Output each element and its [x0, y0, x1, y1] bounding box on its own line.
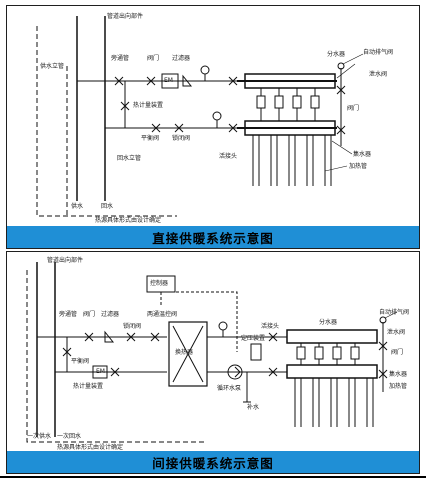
label-two-way-temp-valve: 两通温控阀	[147, 311, 178, 318]
label-balance-valve: 平衡阀	[141, 135, 160, 142]
indirect-heating-diagram-panel: 管道出向部件 控制器 旁通管 阀门 过滤器 锁闭阀 两通温控阀 平衡阀 EM 换…	[6, 251, 420, 474]
label-lock-valve: 锁闭阀	[172, 135, 191, 142]
label-live-joint-2: 活接头	[261, 323, 280, 330]
label-filter: 过滤器	[172, 55, 191, 62]
label-valve: 阀门	[147, 55, 160, 62]
label-balance-valve-2: 平衡阀	[71, 358, 90, 365]
label-pipe-through-wall: 管道出向部件	[107, 13, 144, 20]
label-distributor: 分水器	[327, 51, 346, 58]
direct-heating-caption: 直接供暖系统示意图	[7, 226, 419, 248]
label-controller: 控制器	[150, 280, 169, 287]
label-collector-2: 集水器	[389, 371, 408, 378]
label-supply-riser: 供水立管	[40, 63, 65, 70]
label-filter-2: 过滤器	[101, 311, 120, 318]
label-live-joint: 活接头	[219, 153, 238, 160]
label-heat-exchanger: 换热器	[175, 349, 194, 356]
label-heating-pipe-2: 加热管	[389, 383, 408, 390]
label-note-2: 热源具体形式由设计确定	[57, 444, 124, 451]
label-lock-valve-2: 锁闭阀	[123, 323, 142, 330]
label-supply: 供水	[71, 203, 84, 210]
label-valve-right: 阀门	[347, 105, 360, 112]
label-pipe-through-wall-2: 管道出向部件	[47, 257, 84, 264]
direct-heating-diagram-panel: 管道出向部件 供水立管 旁通管 阀门 过滤器 EM 热计量装置 平衡阀 锁闭阀 …	[6, 5, 420, 249]
label-collector: 集水器	[353, 151, 372, 158]
label-return: 回水	[101, 203, 114, 210]
label-em: EM	[164, 77, 173, 84]
label-auto-vent: 自动排气阀	[363, 49, 394, 56]
label-drain-valve: 泄水阀	[369, 71, 388, 78]
label-bypass: 旁通管	[111, 55, 130, 62]
label-drain-valve-2: 泄水阀	[387, 329, 406, 336]
label-return-riser: 回水立管	[117, 155, 142, 162]
label-heat-meter-2: 热计量装置	[73, 383, 104, 390]
indirect-heating-diagram	[26, 262, 398, 443]
label-circ-pump: 循环水泵	[217, 385, 242, 392]
label-valve-2: 阀门	[83, 311, 96, 318]
label-distributor-2: 分水器	[319, 319, 338, 326]
label-valve-right-2: 阀门	[391, 349, 404, 356]
label-heat-meter: 热计量装置	[133, 102, 164, 109]
direct-heating-diagram	[36, 16, 364, 217]
label-heating-pipe: 加热管	[349, 163, 368, 170]
label-supply-2: 一次供水	[27, 433, 52, 440]
bottom-border	[0, 476, 426, 486]
label-return-2: 一次回水	[57, 433, 82, 440]
label-makeup: 补水	[247, 404, 260, 411]
label-note: 热源具体形式由设计确定	[95, 217, 162, 224]
label-pressure-device: 定压装置	[241, 335, 266, 342]
indirect-heating-caption: 间接供暖系统示意图	[7, 451, 419, 473]
label-em-2: EM	[96, 368, 105, 375]
label-bypass-2: 旁通管	[59, 311, 78, 318]
label-auto-vent-2: 自动排气阀	[379, 309, 410, 316]
